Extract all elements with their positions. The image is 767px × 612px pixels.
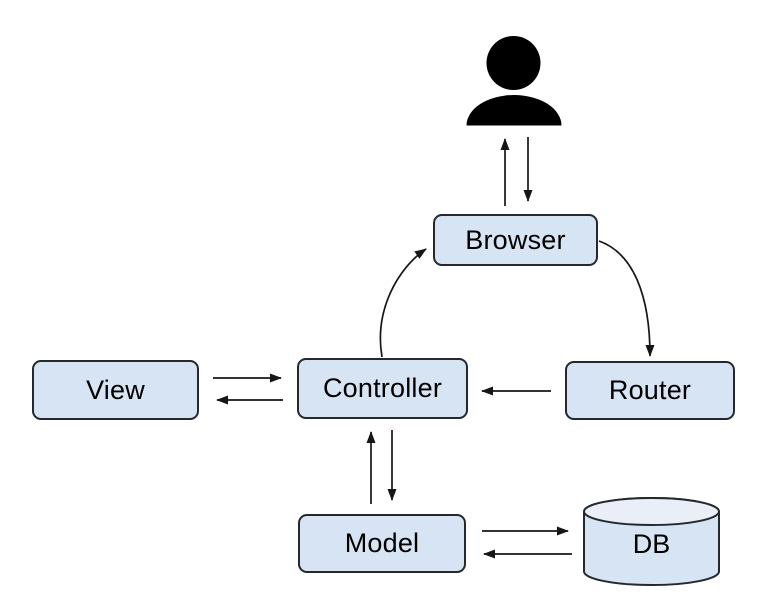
node-view-label: View (86, 374, 145, 405)
node-controller-label: Controller (322, 373, 443, 403)
node-model-label: Model (344, 528, 420, 558)
node-controller: Controller (297, 358, 468, 419)
node-view: View (32, 360, 199, 420)
node-db: DB (601, 526, 702, 562)
node-router-label: Router (608, 375, 692, 405)
arrow-controller-to-browser (379, 248, 427, 358)
database-cylinder-icon (583, 497, 720, 586)
node-browser: Browser (433, 214, 598, 266)
node-browser-label: Browser (465, 224, 566, 255)
user-icon (466, 36, 562, 126)
node-model: Model (298, 514, 466, 573)
arrow-browser-to-router (598, 240, 655, 357)
node-router: Router (565, 361, 735, 420)
node-db-label: DB (632, 528, 671, 559)
